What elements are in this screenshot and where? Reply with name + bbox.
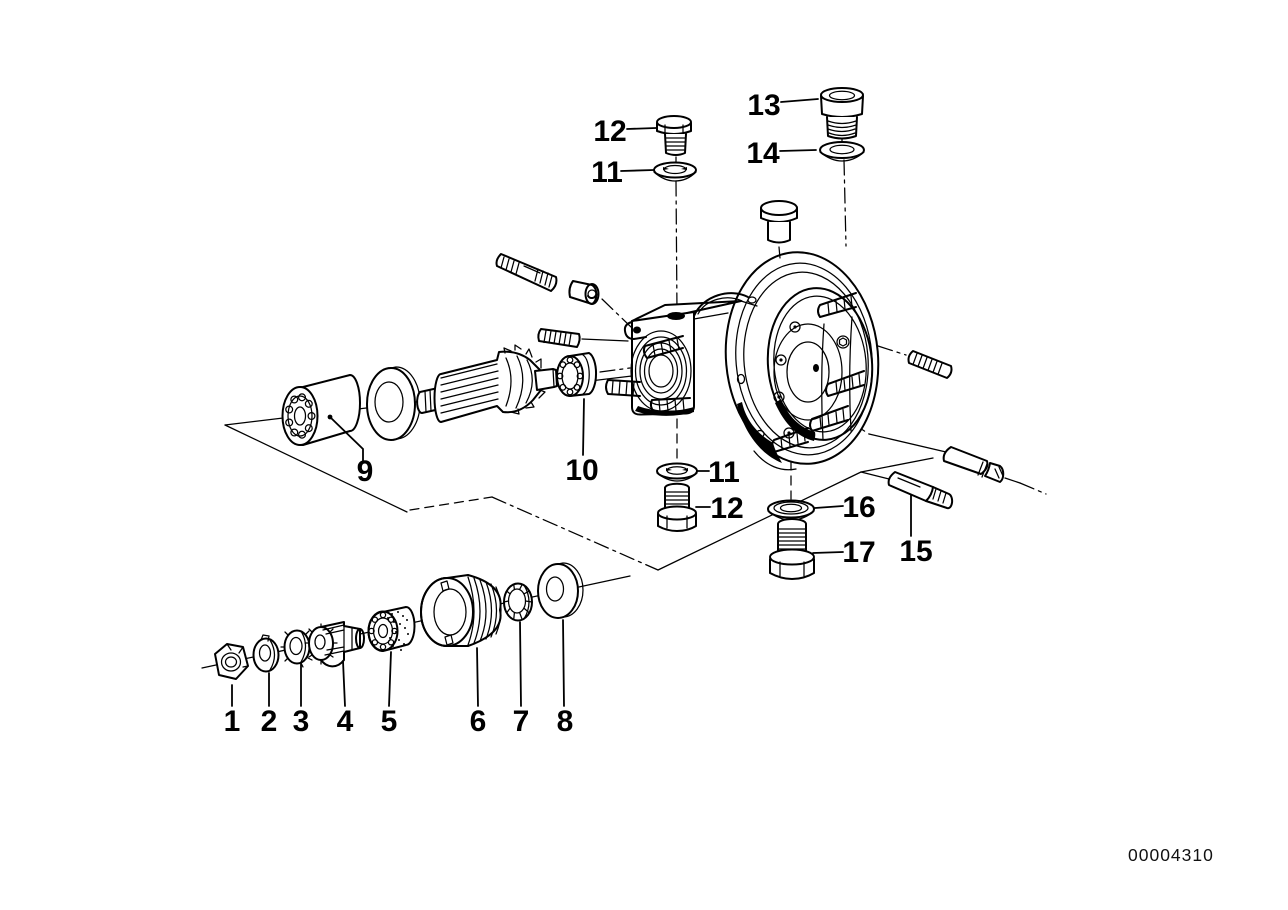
hex-bolt-17 <box>769 518 815 580</box>
ball-bearing-part10 <box>556 352 598 397</box>
hex-nut-part1 <box>214 643 249 680</box>
bearing-part5 <box>367 606 416 652</box>
callout-1[interactable]: 1 <box>224 705 241 738</box>
callout-7[interactable]: 7 <box>513 705 530 738</box>
side-fasteners <box>495 253 1005 580</box>
washer-11-mid <box>656 462 698 482</box>
pinion-shaft <box>416 344 558 423</box>
callout-8[interactable]: 8 <box>557 705 574 738</box>
callout-leaders <box>231 98 912 707</box>
threaded-stud-right <box>907 350 953 379</box>
lower-assembly <box>214 562 584 680</box>
top-fasteners <box>653 87 865 259</box>
callout-13[interactable]: 13 <box>747 89 780 122</box>
callout-11-mid[interactable]: 11 <box>708 456 740 489</box>
splined-sleeve-part4 <box>304 621 365 668</box>
threaded-stud-left <box>537 328 581 348</box>
flat-washer-part8 <box>537 562 584 619</box>
housing-neck <box>605 292 758 416</box>
washer-11-top <box>653 161 697 182</box>
hex-bolt-12-mid <box>657 482 697 532</box>
breather-plug <box>760 200 798 259</box>
stipple-texture <box>387 611 409 651</box>
ring-nut-part6 <box>420 574 502 647</box>
washer-16 <box>767 499 815 521</box>
callout-12-top[interactable]: 12 <box>593 115 626 148</box>
neck-studs <box>605 335 691 413</box>
shim-ring <box>366 366 421 441</box>
diagram-id-number: 00004310 <box>1128 845 1214 865</box>
callout-17[interactable]: 17 <box>842 536 875 569</box>
callout-4[interactable]: 4 <box>337 705 354 738</box>
washer-14 <box>819 141 865 162</box>
housing-bell <box>724 251 880 471</box>
callout-12-mid[interactable]: 12 <box>710 492 743 525</box>
drive-pinion-assembly <box>281 344 598 446</box>
callout-6[interactable]: 6 <box>470 705 487 738</box>
dowel-pin-upper <box>942 446 1005 483</box>
differential-housing <box>605 251 880 471</box>
callout-15[interactable]: 15 <box>899 535 932 568</box>
wheel-studs <box>771 292 865 453</box>
callout-11-top[interactable]: 11 <box>591 156 623 189</box>
callout-10[interactable]: 10 <box>565 454 598 487</box>
lock-washer-part2 <box>252 634 280 673</box>
plug-bolt-12-top <box>656 115 692 156</box>
callout-2[interactable]: 2 <box>261 705 278 738</box>
sleeve-nut <box>568 280 600 305</box>
callout-9[interactable]: 9 <box>357 455 374 488</box>
double-end-stud <box>495 253 558 292</box>
callout-3[interactable]: 3 <box>293 705 310 738</box>
pin-bolt-15 <box>887 471 954 510</box>
callout-14[interactable]: 14 <box>746 137 780 170</box>
callout-5[interactable]: 5 <box>381 705 398 738</box>
callout-16[interactable]: 16 <box>842 491 875 524</box>
lock-ring-part7 <box>503 582 533 622</box>
plug-bolt-13 <box>820 87 864 140</box>
